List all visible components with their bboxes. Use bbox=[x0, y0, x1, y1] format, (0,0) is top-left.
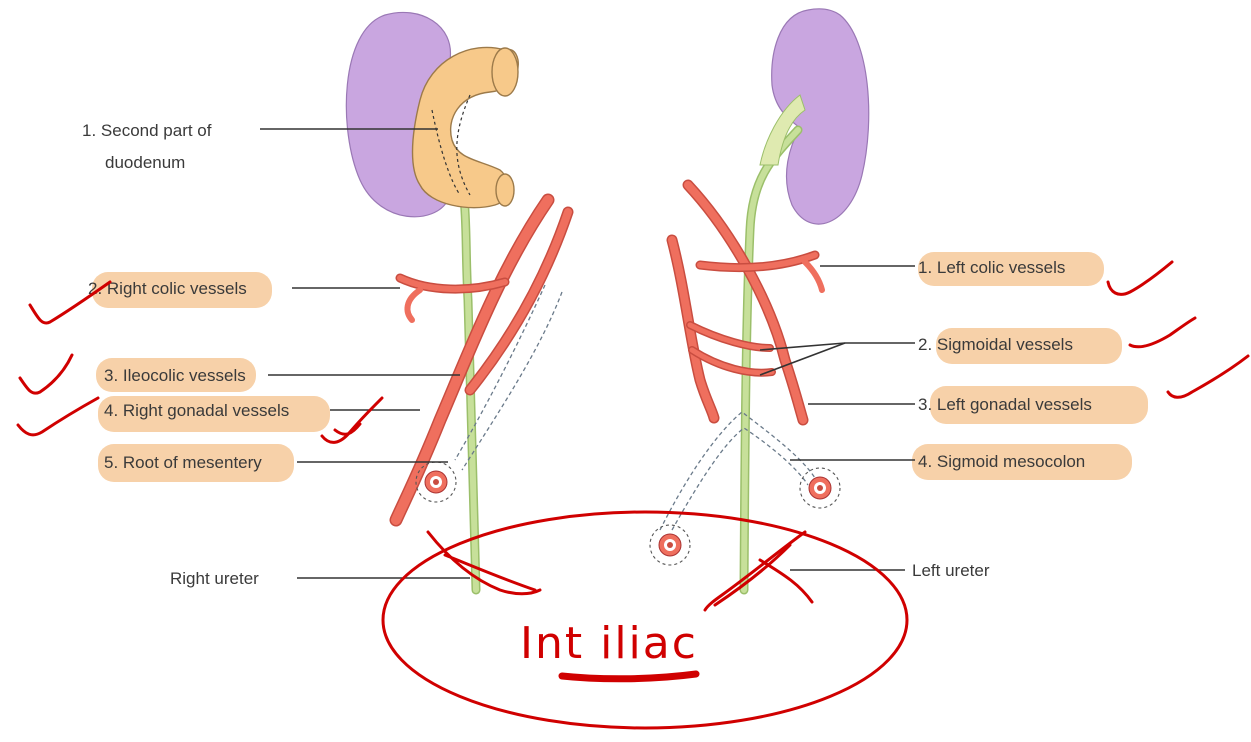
label-right-gonadal-vessels: 4. Right gonadal vessels bbox=[104, 401, 289, 420]
right-vessels bbox=[396, 200, 568, 520]
label-sigmoidal-vessels: 2. Sigmoidal vessels bbox=[918, 335, 1073, 354]
handwritten-note: Int iliac bbox=[520, 618, 698, 669]
label-second-part-duodenum: 1. Second part of bbox=[82, 121, 212, 140]
label-left-colic-vessels: 1. Left colic vessels bbox=[918, 258, 1065, 277]
duodenum-end bbox=[492, 48, 518, 96]
label-right-ureter: Right ureter bbox=[170, 569, 259, 588]
left-cross-section-b bbox=[650, 525, 690, 565]
label-root-of-mesentery: 5. Root of mesentery bbox=[104, 453, 262, 472]
left-cross-section-a bbox=[800, 468, 840, 508]
handwritten-crosses bbox=[428, 532, 812, 610]
right-cross-section bbox=[416, 462, 456, 502]
label-left-gonadal-vessels: 3. Left gonadal vessels bbox=[918, 395, 1092, 414]
label-left-ureter: Left ureter bbox=[912, 561, 990, 580]
label-duodenum: duodenum bbox=[105, 153, 185, 172]
handwritten-underline bbox=[562, 674, 696, 679]
label-right-colic-vessels: 2. Right colic vessels bbox=[88, 279, 247, 298]
label-ileocolic-vessels: 3. Ileocolic vessels bbox=[104, 366, 246, 385]
label-sigmoid-mesocolon: 4. Sigmoid mesocolon bbox=[918, 452, 1085, 471]
